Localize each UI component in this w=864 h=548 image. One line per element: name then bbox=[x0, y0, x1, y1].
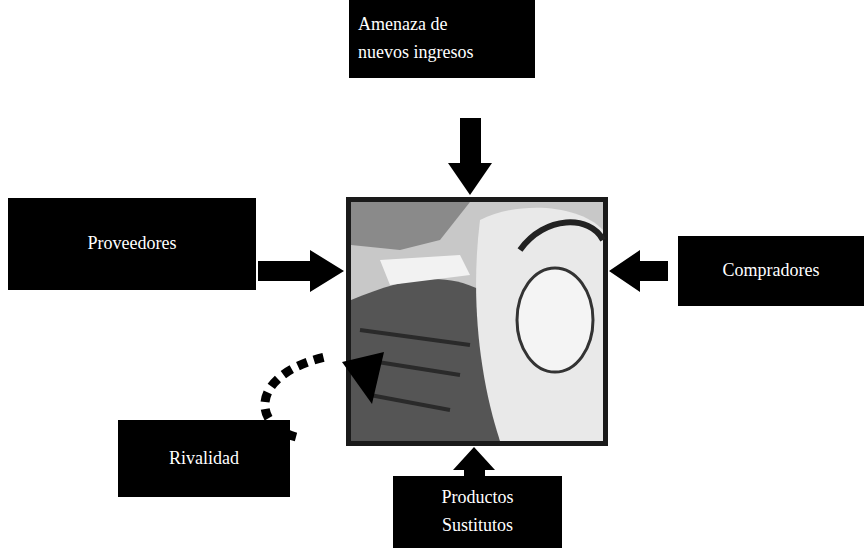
center-photo bbox=[346, 197, 608, 446]
force-label: Amenaza de nuevos ingresos bbox=[358, 11, 490, 67]
force-label: Productos Sustitutos bbox=[423, 484, 533, 540]
photo-shade bbox=[351, 202, 470, 250]
arrow-down bbox=[448, 118, 492, 195]
force-box: Productos Sustitutos bbox=[393, 476, 562, 548]
force-box: Amenaza de nuevos ingresos bbox=[349, 0, 535, 78]
arrow-left bbox=[609, 250, 668, 292]
force-label: Compradores bbox=[723, 257, 820, 285]
photo-figure bbox=[476, 208, 603, 441]
force-box: Compradores bbox=[678, 236, 864, 306]
photo-highlight bbox=[380, 255, 470, 285]
photo-frame bbox=[346, 197, 608, 446]
force-label: Proveedores bbox=[88, 230, 177, 258]
force-box: Rivalidad bbox=[118, 420, 290, 497]
force-arrows bbox=[258, 118, 668, 480]
arrow-right bbox=[258, 250, 344, 292]
force-box: Proveedores bbox=[8, 198, 256, 290]
dotted-arrow-head bbox=[342, 352, 384, 404]
force-label: Rivalidad bbox=[169, 445, 239, 473]
photo-ground bbox=[351, 202, 603, 441]
photo-helmet bbox=[520, 222, 603, 250]
photo-mask bbox=[517, 268, 593, 372]
